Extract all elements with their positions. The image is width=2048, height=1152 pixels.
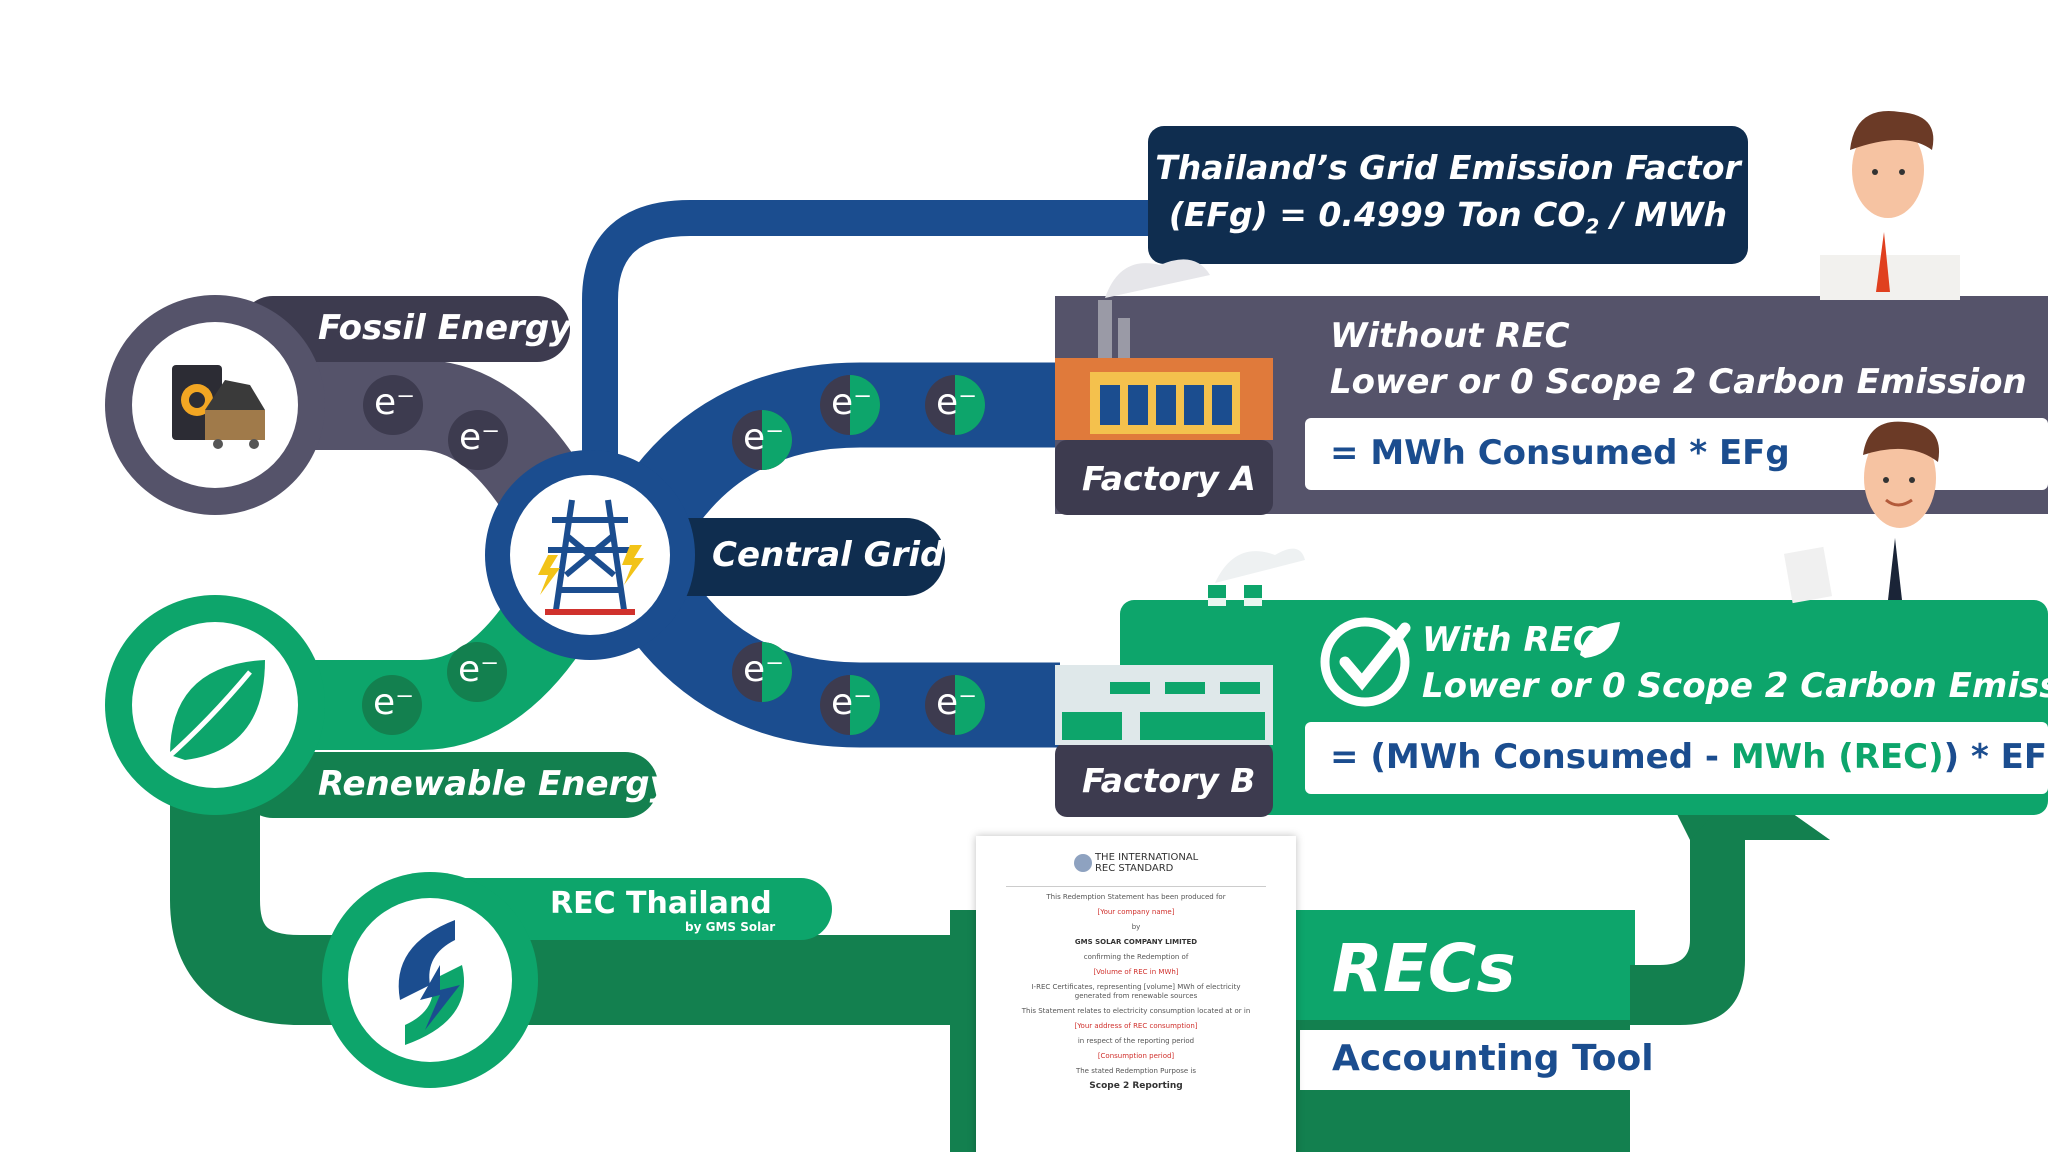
electron-label: e⁻ [936,382,978,423]
rec-certificate: THE INTERNATIONAL REC STANDARD This Rede… [976,836,1296,1152]
with-rec-formula-part-b: MWh (REC) [1730,737,1944,777]
certificate-line: Scope 2 Reporting [1089,1081,1183,1091]
transmission-tower-icon [538,499,644,615]
renewable-energy-label: Renewable Energy [318,764,672,804]
electron-renew-2 [447,642,507,702]
small-leaf-icon [1580,622,1620,658]
efg-value: (EFg) = 0.4999 Ton CO2 / MWh [1148,195,1748,239]
without-rec-subtitle: Lower or 0 Scope 2 Carbon Emission [1330,362,2027,402]
factory-b-icon [1055,548,1305,745]
central-grid-label-bg [640,518,945,596]
fossil-label-bg [240,296,570,362]
rec-thailand-sublabel: by GMS Solar [685,920,776,934]
electron-grid-a-3 [925,375,985,435]
green-up-arrow [1630,780,1830,1025]
certificate-line: [Volume of REC in MWh] [1093,968,1179,976]
recs-subtitle: Accounting Tool [1332,1038,1654,1079]
central-grid-label: Central Grid [712,535,945,575]
worried-man-illustration [1820,111,1960,300]
certificate-line: [Consumption period] [1097,1052,1175,1060]
factory-b-label: Factory B [1082,761,1256,800]
irec-logo-icon [1073,854,1092,872]
electron-grid-b-3 [925,675,985,735]
electron-label: e⁻ [373,682,415,723]
electron-label: e⁻ [743,417,785,458]
rec-thailand-logo-icon [398,920,465,1045]
certificate-line: This Statement relates to electricity co… [1021,1007,1251,1015]
efg-box [1148,126,1748,264]
certificate-line: [Your address of REC consumption] [1074,1022,1198,1030]
check-icon [1320,617,1411,707]
factory-a-label-bg [1055,440,1273,515]
electron-grid-b-1 [732,642,792,702]
recs-title-bg [1290,910,1635,1020]
electron-fossil-2 [448,410,508,470]
smiling-man-illustration [1783,421,1960,604]
certificate-line: by [1131,923,1141,931]
recs-title: RECs [1332,930,1516,1007]
certificate-line: in respect of the reporting period [1077,1037,1195,1045]
efg-value-subscript: 2 [1585,214,1600,239]
electron-markers [362,375,985,735]
rec-thailand-label: REC Thailand [550,886,772,921]
with-rec-formula-part-a: = (MWh Consumed - [1330,737,1731,777]
with-rec-formula: = (MWh Consumed - MWh (REC)) * EFg [1330,737,2048,777]
electron-label: e⁻ [831,382,873,423]
certificate-line: [Your company name] [1097,908,1175,916]
factory-a-icon [1055,259,1273,440]
certificate-header: THE INTERNATIONAL REC STANDARD [976,852,1296,874]
electron-label: e⁻ [458,649,500,690]
electron-renew-1 [362,675,422,735]
with-rec-formula-bg [1305,722,2048,794]
rec-thailand-circle [348,898,512,1062]
fossil-energy-label: Fossil Energy [318,308,572,348]
with-rec-formula-part-c: ) * EFg [1943,737,2048,777]
electron-grid-b-2 [820,675,880,735]
without-rec-title: Without REC [1330,316,1570,356]
factory-b-label-bg [1055,742,1273,817]
leaf-icon [163,660,265,762]
efg-value-suffix: / MWh [1599,195,1728,234]
recs-subtitle-bg [1300,1030,1630,1090]
electron-fossil-1 [363,375,423,435]
electron-label: e⁻ [936,682,978,723]
without-rec-formula: = MWh Consumed * EFg [1330,433,1790,473]
certificate-line: This Redemption Statement has been produ… [1046,893,1226,901]
electron-label: e⁻ [831,682,873,723]
without-rec-formula-bg [1305,418,2048,490]
factory-a-label: Factory A [1082,459,1256,498]
electron-grid-a-1 [732,410,792,470]
electron-grid-a-2 [820,375,880,435]
certificate-line: GMS SOLAR COMPANY LIMITED [1074,938,1198,946]
electron-label: e⁻ [743,649,785,690]
certificate-header-1: THE INTERNATIONAL [1094,852,1199,863]
electron-label: e⁻ [374,382,416,423]
electron-label: e⁻ [459,417,501,458]
with-rec-subtitle: Lower or 0 Scope 2 Carbon Emission [1422,666,2048,706]
certificate-line: The stated Redemption Purpose is [1075,1067,1197,1075]
efg-title: Thailand’s Grid Emission Factor [1155,148,1741,187]
efg-value-prefix: (EFg) = 0.4999 Ton CO [1168,195,1586,234]
certificate-header-2: REC STANDARD [1094,863,1174,874]
barrel-icon [172,365,265,449]
rec-flow-path [170,800,1000,1025]
grid-top-arc [582,200,1160,480]
certificate-line: confirming the Redemption of [1083,953,1189,961]
certificate-line: I-REC Certificates, representing [volume… [1031,983,1241,1000]
with-rec-title: With REC [1422,620,1598,660]
renewable-label-bg [240,752,658,818]
